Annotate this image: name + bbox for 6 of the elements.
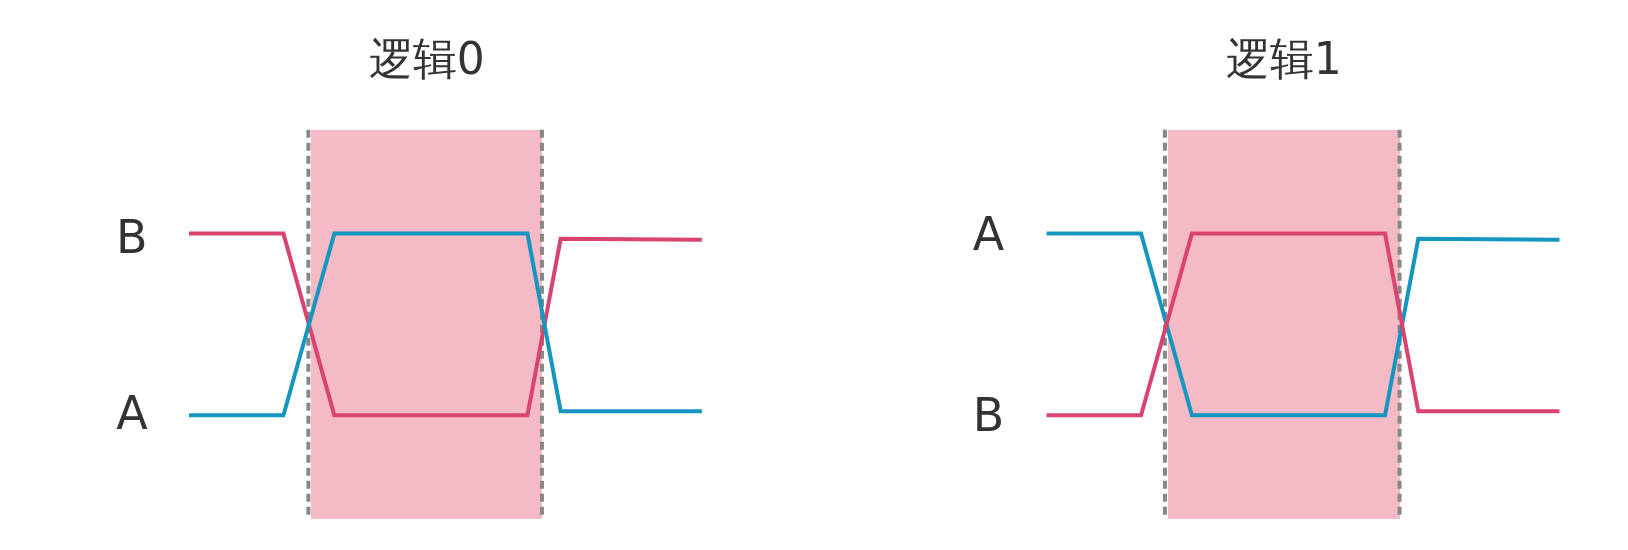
panel-title: 逻辑0: [367, 32, 486, 87]
panel-title: 逻辑1: [1224, 32, 1343, 87]
signal-label: B: [972, 389, 1005, 442]
signal-label: A: [972, 207, 1005, 260]
signal-label: B: [116, 210, 148, 263]
signal-label: A: [116, 387, 148, 440]
